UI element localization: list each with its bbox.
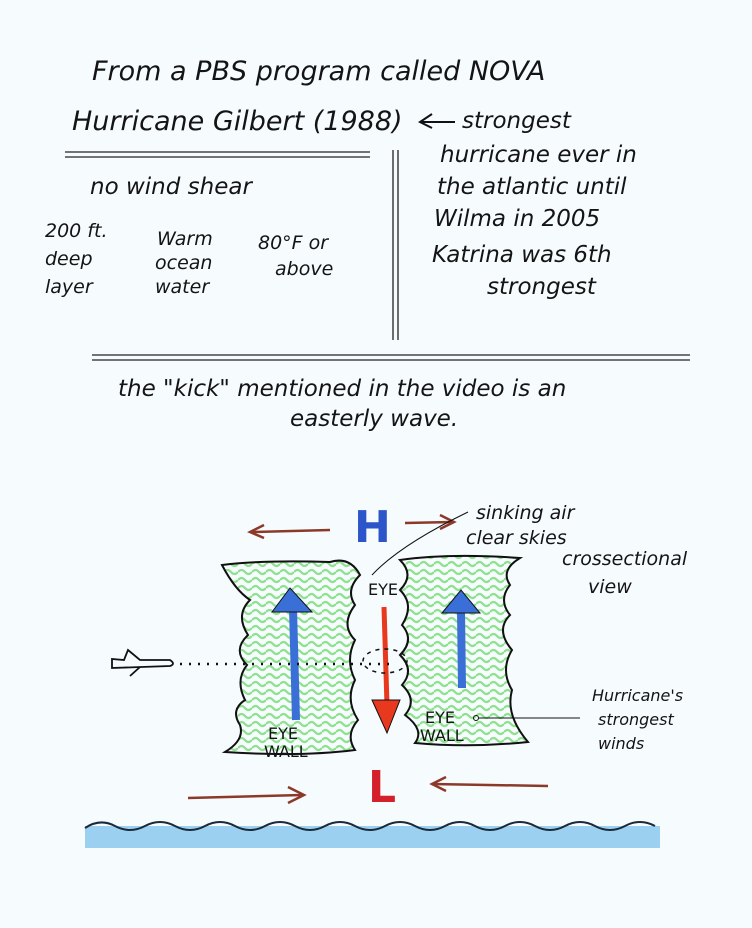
low-pressure-label: L: [368, 762, 397, 813]
airplane-icon: [111, 648, 174, 677]
winds-note: winds: [598, 734, 645, 753]
sinking-pointer-line: [371, 511, 469, 576]
eyewall-right-label: EYE: [425, 708, 455, 727]
title-line-2: Hurricane Gilbert (1988): [72, 106, 403, 137]
eyewall-left-label: EYE: [268, 724, 298, 743]
kick-note-line-2: easterly wave.: [290, 406, 459, 432]
note-line: Katrina was 6th: [432, 242, 612, 268]
winds-note: strongest: [598, 710, 674, 729]
updraft-arrow-left-icon: [271, 587, 314, 721]
note-line: strongest: [487, 274, 596, 300]
divider-middle: [92, 354, 690, 361]
ocean-surface: [84, 821, 656, 831]
note-line: hurricane ever in: [440, 142, 637, 168]
outflow-arrow-left-icon: [247, 523, 331, 540]
water-line: water: [155, 276, 210, 298]
note-line: the atlantic until: [437, 174, 627, 200]
temp-line: 80°F or: [258, 232, 329, 254]
winds-note: Hurricane's: [592, 686, 684, 705]
depth-line: layer: [45, 276, 93, 298]
eyewall-left-label: WALL: [264, 742, 308, 761]
high-pressure-label: H: [354, 502, 391, 553]
kick-note-line-1: the "kick" mentioned in the video is an: [118, 376, 567, 402]
sinking-note: clear skies: [466, 527, 567, 549]
depth-line: 200 ft.: [45, 220, 108, 242]
ocean-water: [85, 826, 660, 848]
view-note: view: [588, 576, 632, 598]
title-line-1: From a PBS program called NOVA: [92, 56, 546, 87]
sinking-note: sinking air: [476, 502, 575, 524]
depth-line: deep: [45, 248, 93, 270]
downdraft-arrow-icon: [371, 606, 401, 735]
inflow-arrow-right-icon: [187, 785, 307, 805]
temp-line: above: [275, 258, 334, 280]
outflow-arrow-right-icon: [404, 513, 457, 531]
divider-vertical: [392, 150, 399, 340]
eye-label: EYE: [368, 580, 398, 599]
note-line: Wilma in 2005: [434, 206, 601, 232]
updraft-arrow-right-icon: [440, 589, 482, 689]
eyewall-right-label: WALL: [420, 726, 464, 745]
note-line: strongest: [462, 108, 571, 134]
water-line: Warm: [157, 228, 213, 250]
divider-top: [65, 151, 370, 158]
view-note: crossectional: [562, 548, 688, 570]
inflow-arrow-left-icon: [429, 775, 549, 793]
pointer-arrow-icon: [418, 113, 455, 129]
eye-ellipse: [362, 648, 408, 674]
water-line: ocean: [155, 252, 213, 274]
conditions-title: no wind shear: [90, 174, 252, 200]
